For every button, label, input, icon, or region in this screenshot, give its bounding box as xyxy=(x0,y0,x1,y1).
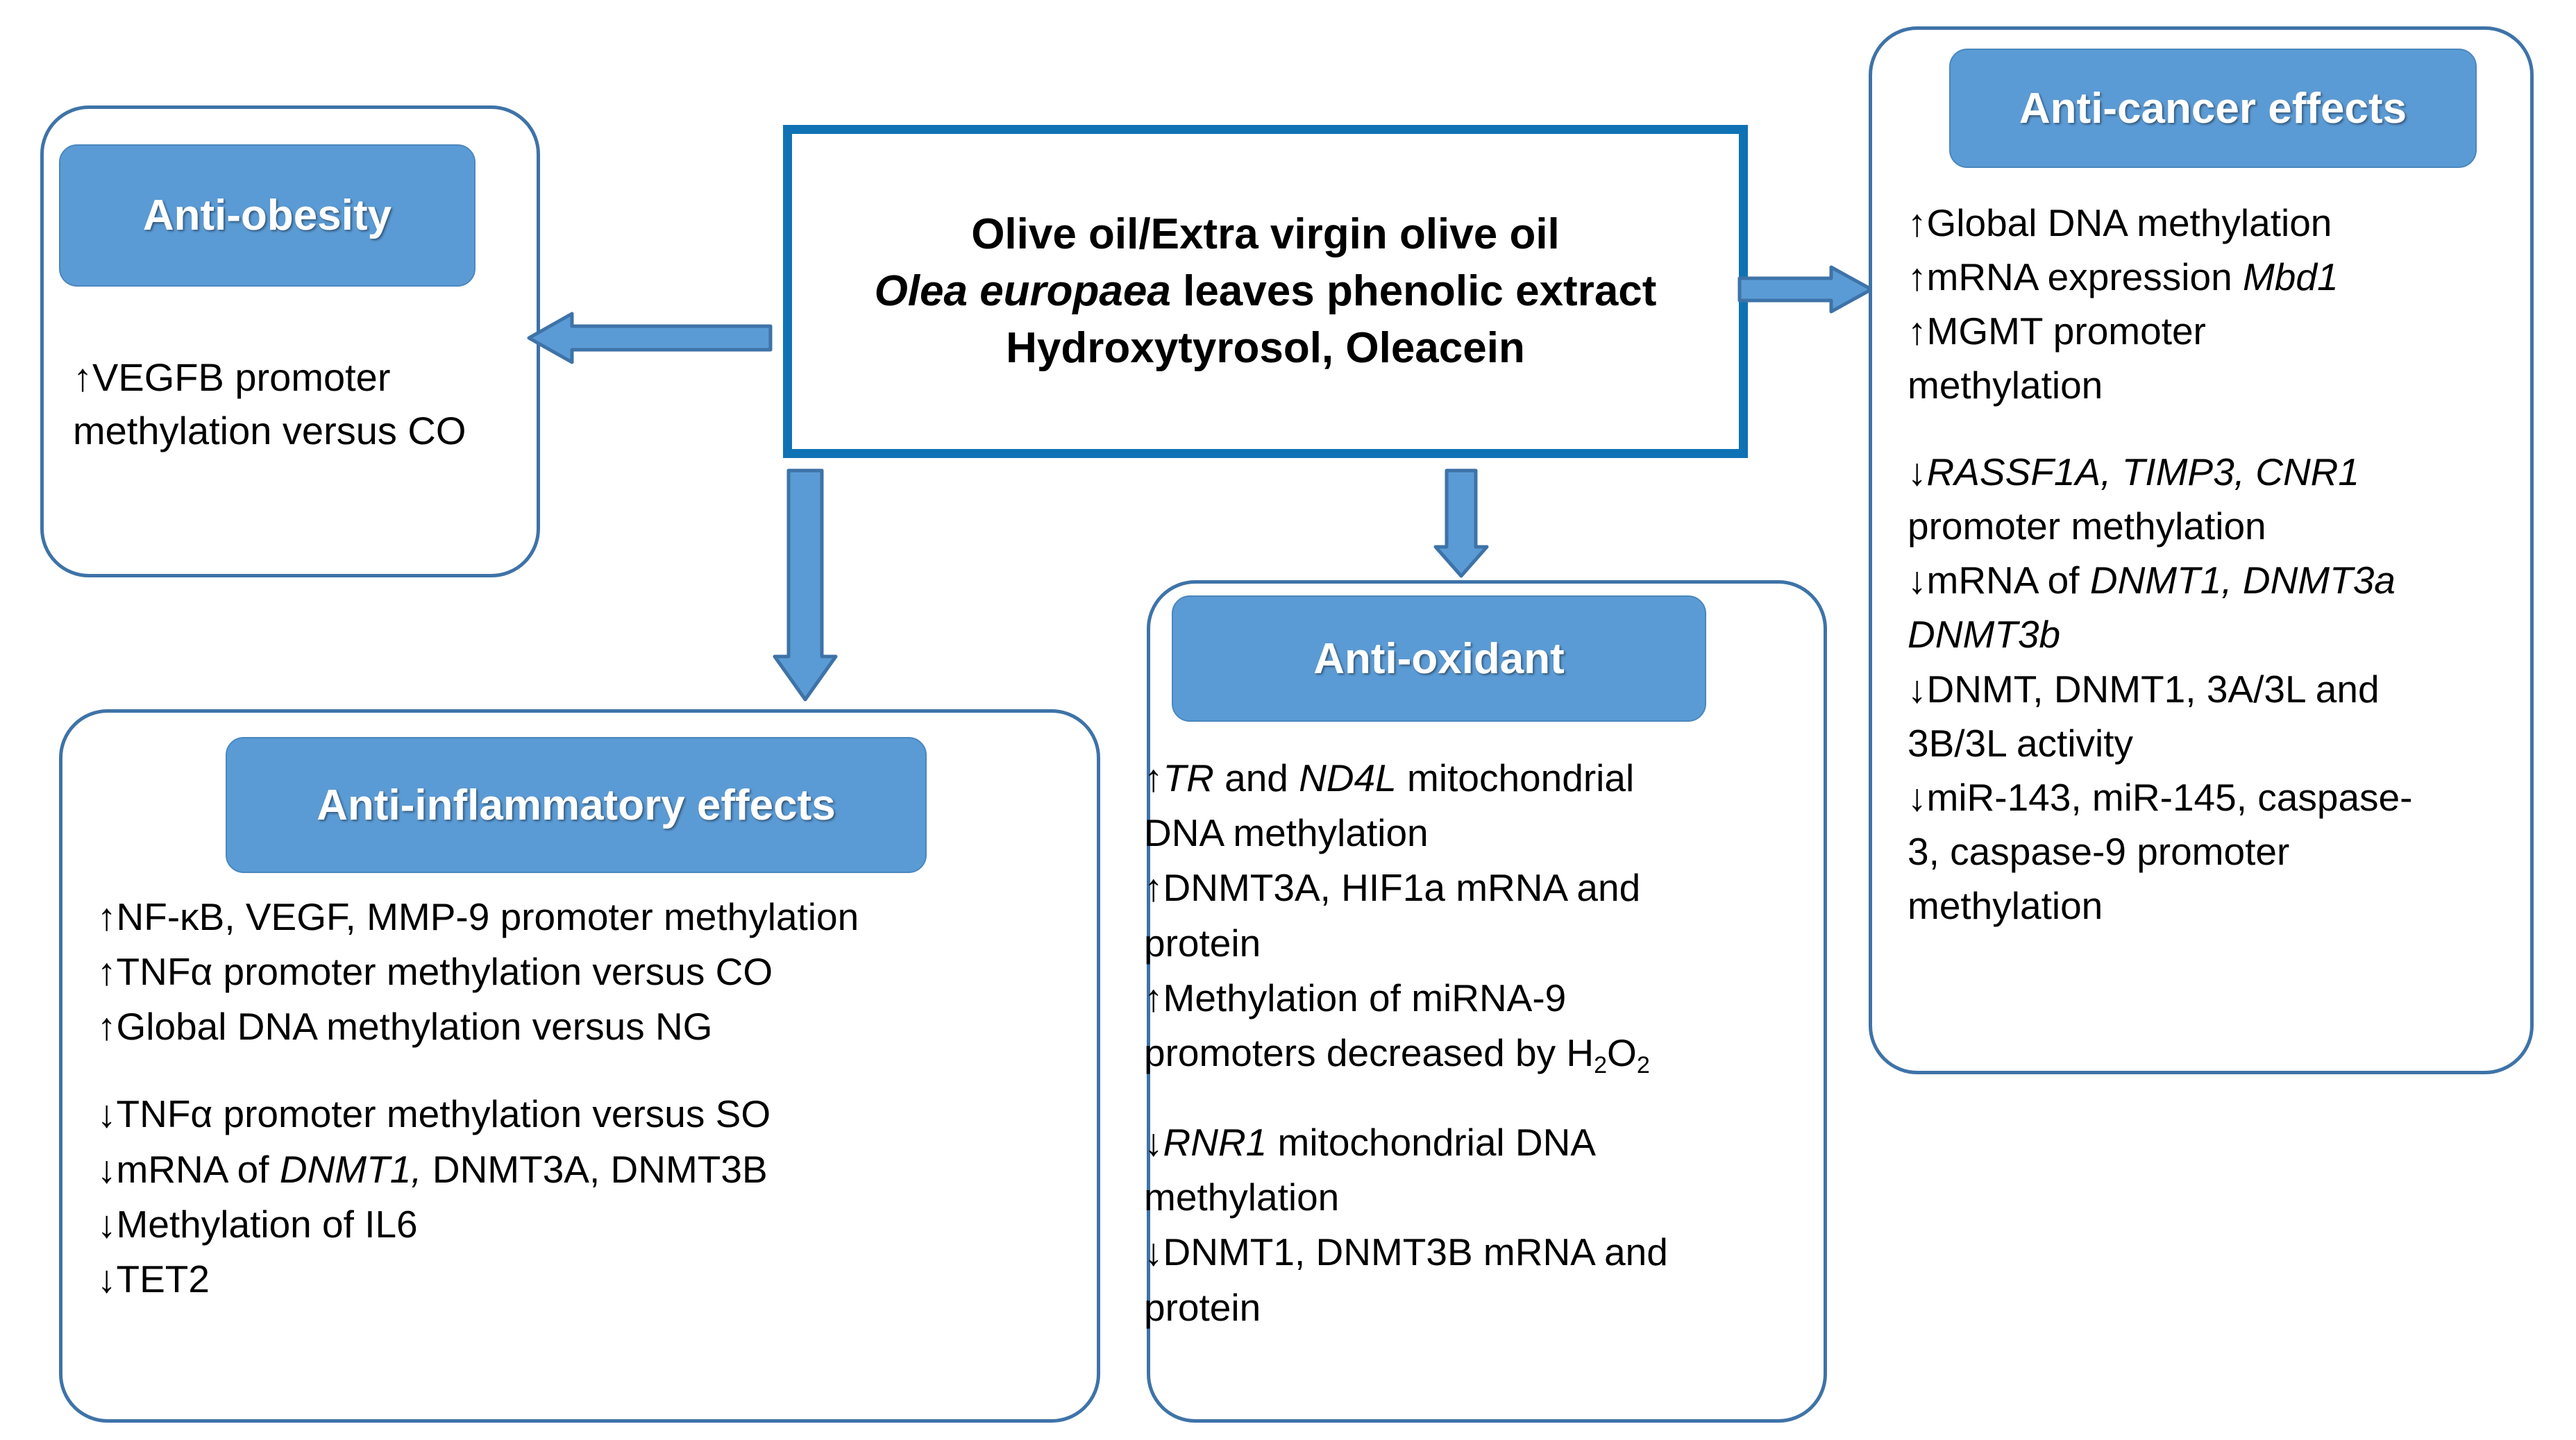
arrow-to-anti-cancer xyxy=(1737,265,1874,314)
anti-cancer-body: ↑Global DNA methylation ↑mRNA expression… xyxy=(1908,196,2532,933)
center-line-2: Olea europaea leaves phenolic extract xyxy=(875,263,1657,320)
pill-anti-obesity[interactable]: Anti-obesity xyxy=(59,144,475,287)
anti-oxidant-down-2: methylation xyxy=(1144,1176,1340,1219)
anti-obesity-body: ↑VEGFB promoter methylation versus CO xyxy=(73,350,517,458)
center-species-italic: Olea europaea xyxy=(874,267,1171,316)
arrow-to-anti-oxidant xyxy=(1431,468,1491,578)
anti-obesity-line-1: ↑VEGFB promoter xyxy=(73,355,391,399)
center-line-2-rest: leaves phenolic extract xyxy=(1170,267,1657,316)
anti-cancer-up-3: ↑MGMT promoter xyxy=(1908,310,2206,353)
anti-oxidant-up-2: DNA methylation xyxy=(1144,811,1429,855)
arrow-to-anti-inflammatory xyxy=(771,468,840,702)
anti-oxidant-down-3: ↓DNMT1, DNMT3B mRNA and xyxy=(1144,1230,1668,1274)
anti-cancer-down-6: 3B/3L activity xyxy=(1908,721,2134,765)
anti-oxidant-up-3: ↑DNMT3A, HIF1a mRNA and xyxy=(1144,866,1641,910)
anti-oxidant-up-5: ↑Methylation of miRNA-9 xyxy=(1144,976,1567,1019)
anti-inflammatory-up-2: ↑TNFα promoter methylation versus CO xyxy=(97,950,773,994)
anti-oxidant-body: ↑TR and ND4L mitochondrial DNA methylati… xyxy=(1144,751,1796,1335)
anti-oxidant-up-1: ↑TR and ND4L mitochondrial xyxy=(1144,756,1635,799)
anti-cancer-down-5: ↓DNMT, DNMT1, 3A/3L and xyxy=(1908,667,2380,711)
anti-inflammatory-down-2: ↓mRNA of DNMT1, DNMT3A, DNMT3B xyxy=(97,1147,768,1191)
anti-inflammatory-body: ↑NF-κB, VEGF, MMP-9 promoter methylation… xyxy=(97,890,1090,1307)
anti-cancer-down-3: ↓mRNA of DNMT1, DNMT3a xyxy=(1908,559,2396,602)
anti-oxidant-spacer xyxy=(1144,1083,1796,1115)
anti-inflammatory-down-1: ↓TNFα promoter methylation versus SO xyxy=(97,1092,771,1136)
arrow-to-anti-obesity xyxy=(527,311,773,365)
anti-cancer-down-1: ↓RASSF1A, TIMP3, CNR1 xyxy=(1908,450,2359,494)
anti-cancer-down-7: ↓miR-143, miR-145, caspase- xyxy=(1908,775,2413,819)
pill-anti-inflammatory[interactable]: Anti-inflammatory effects xyxy=(226,737,927,873)
pill-anti-inflammatory-label: Anti-inflammatory effects xyxy=(317,781,836,829)
anti-oxidant-down-1: ↓RNR1 mitochondrial DNA xyxy=(1144,1121,1597,1164)
center-source-box: Olive oil/Extra virgin olive oil Olea eu… xyxy=(783,125,1748,458)
anti-cancer-down-2: promoter methylation xyxy=(1908,505,2266,548)
center-line-3: Hydroxytyrosol, Oleacein xyxy=(1006,323,1525,372)
anti-cancer-spacer xyxy=(1908,412,2532,445)
anti-cancer-up-2: ↑mRNA expression Mbd1 xyxy=(1908,255,2339,299)
anti-oxidant-down-4: protein xyxy=(1144,1285,1261,1329)
anti-cancer-up-4: methylation xyxy=(1908,364,2103,407)
pill-anti-oxidant[interactable]: Anti-oxidant xyxy=(1172,595,1706,722)
anti-cancer-down-8: 3, caspase-9 promoter xyxy=(1908,829,2290,873)
anti-inflammatory-up-3: ↑Global DNA methylation versus NG xyxy=(97,1005,713,1049)
anti-inflammatory-down-4: ↓TET2 xyxy=(97,1257,210,1301)
anti-cancer-up-1: ↑Global DNA methylation xyxy=(1908,201,2332,244)
pill-anti-cancer[interactable]: Anti-cancer effects xyxy=(1949,49,2477,168)
anti-oxidant-up-4: protein xyxy=(1144,921,1261,965)
center-line-1: Olive oil/Extra virgin olive oil xyxy=(971,210,1560,259)
anti-inflammatory-up-1: ↑NF-κB, VEGF, MMP-9 promoter methylation xyxy=(97,895,859,938)
pill-anti-oxidant-label: Anti-oxidant xyxy=(1313,634,1565,683)
anti-cancer-down-4: DNMT3b xyxy=(1908,613,2061,657)
panel-anti-cancer xyxy=(1869,26,2534,1074)
anti-oxidant-up-6: promoters decreased by H2O2 xyxy=(1144,1031,1650,1079)
anti-inflammatory-spacer xyxy=(97,1055,1090,1087)
anti-inflammatory-down-3: ↓Methylation of IL6 xyxy=(97,1202,418,1246)
pill-anti-obesity-label: Anti-obesity xyxy=(142,192,392,239)
anti-cancer-down-9: methylation xyxy=(1908,883,2103,927)
pill-anti-cancer-label: Anti-cancer effects xyxy=(2019,84,2407,133)
anti-obesity-line-2: methylation versus CO xyxy=(73,409,466,453)
